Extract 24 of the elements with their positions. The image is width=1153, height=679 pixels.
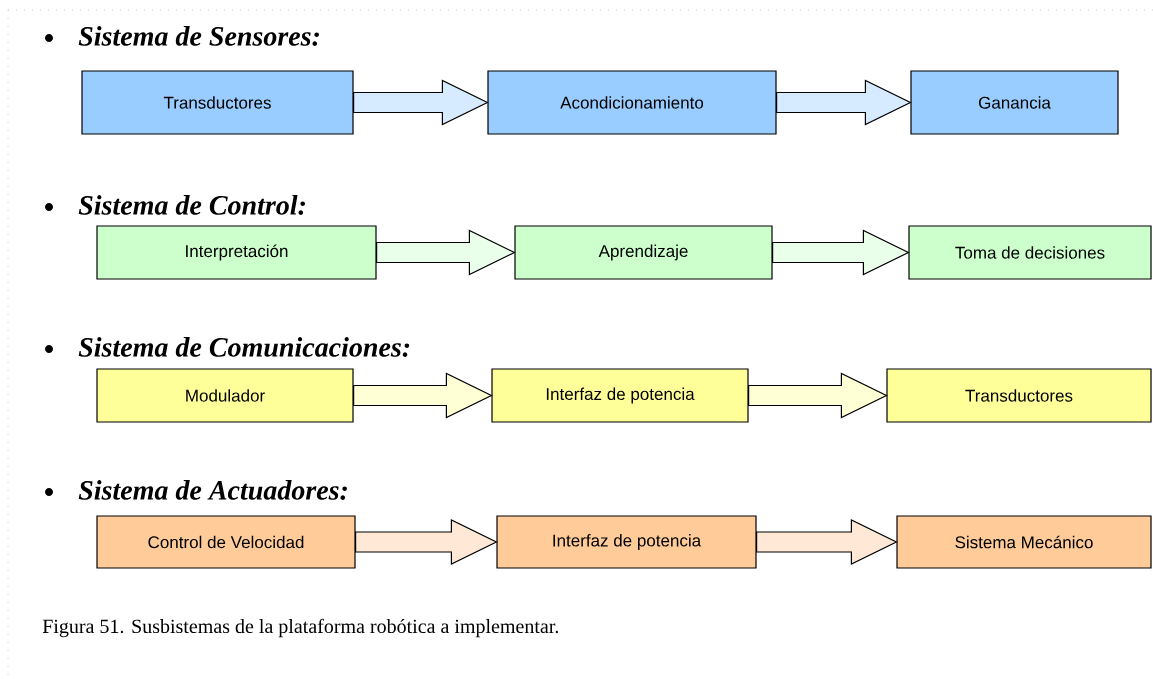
section-heading: Sistema de Control: xyxy=(78,195,305,215)
process-box: Modulador xyxy=(96,368,354,423)
process-box: Sistema Mecánico xyxy=(896,515,1152,569)
process-box: Ganancia xyxy=(910,70,1119,135)
block-arrow xyxy=(376,229,516,276)
block-arrow xyxy=(772,229,910,276)
block-arrow xyxy=(355,519,498,565)
process-box: Aprendizaje xyxy=(514,225,773,280)
process-box: Acondicionamiento xyxy=(487,70,777,135)
process-box: Interpretación xyxy=(96,225,377,280)
block-arrow xyxy=(776,79,912,126)
process-box: Interfaz de potencia xyxy=(496,515,757,569)
block-arrow xyxy=(353,372,493,419)
section-heading: Sistema de Actuadores: xyxy=(78,480,347,500)
figure-caption: Figura 51. Susbistemas de la plataforma robótica a implementar. xyxy=(42,618,559,638)
process-box: Transductores xyxy=(81,70,354,135)
block-arrow xyxy=(756,519,898,565)
process-box: Interfaz de potencia xyxy=(491,368,749,423)
process-box: Transductores xyxy=(886,368,1152,423)
block-arrow xyxy=(353,79,489,126)
process-box: Toma de decisiones xyxy=(908,225,1152,280)
section-heading: Sistema de Comunicaciones: xyxy=(78,337,410,357)
process-box: Control de Velocidad xyxy=(96,515,356,569)
block-arrow xyxy=(748,372,888,419)
